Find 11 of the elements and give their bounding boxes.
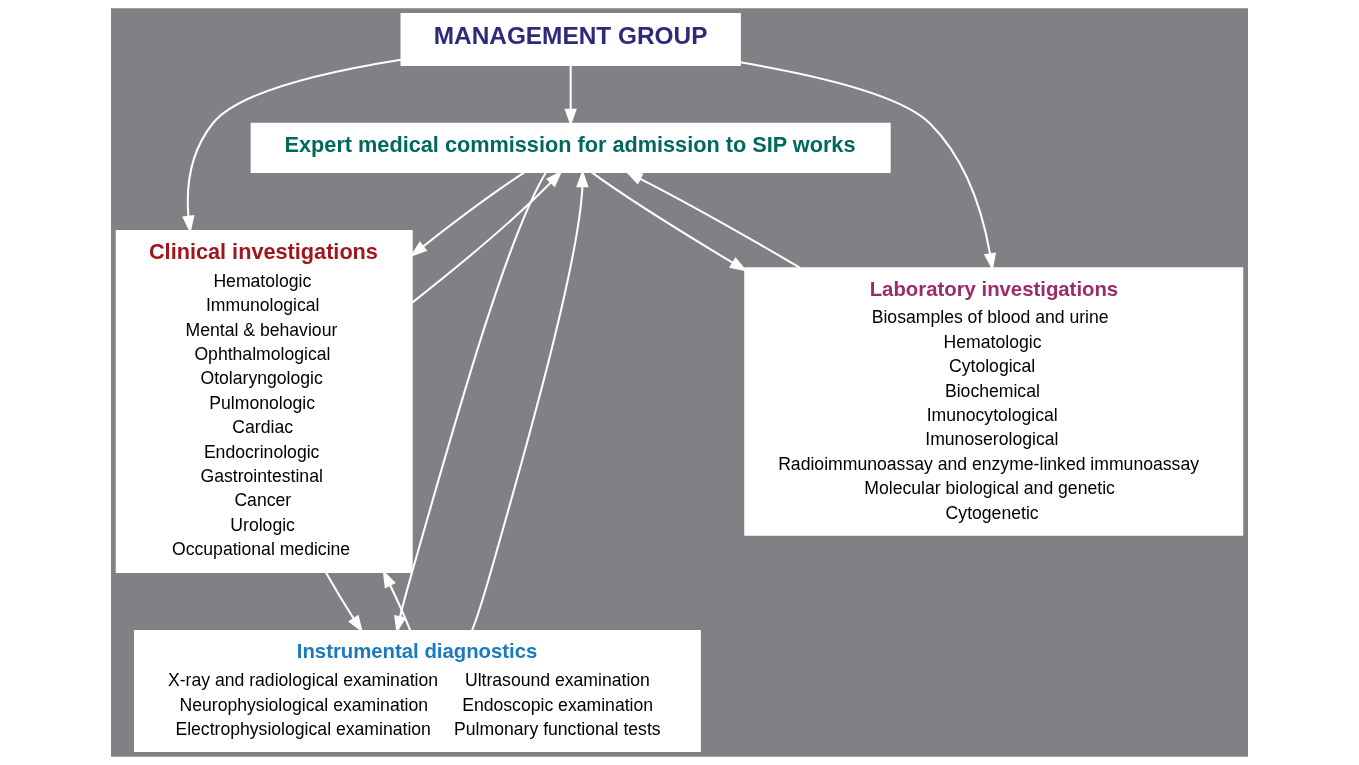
arrow: [740, 61, 997, 271]
node-box: Laboratory investigations Biosamples of blood and urine Hematologic Cytological Biochemical Imunocytological Imunoserological Radioimmunoassay and enzyme-linked immunoassay Molecular biological and genetic Cytogenetic: [744, 267, 1244, 536]
arrow: [409, 171, 525, 257]
node-box: MANAGEMENT GROUP: [400, 13, 741, 66]
arrow: [624, 171, 801, 269]
node-box: Instrumental diagnostics X-ray and radiological examination Ultrasound examination Neurophysiological examination Endoscopic examination Electrophysiological examination Pulmonary functional tests: [134, 629, 701, 752]
arrow: [411, 170, 563, 304]
node-box: Clinical investigations Hematologic Immunological Mental & behaviour Ophthalmological Otolaryngologic Pulmonologic Cardiac Endocrinologic Gastrointestinal Cancer Urologic Occupational medicine: [115, 229, 413, 573]
arrow: [324, 572, 363, 633]
arrow: [591, 171, 748, 272]
node-box: Expert medical commission for admission to SIP works: [250, 122, 891, 173]
